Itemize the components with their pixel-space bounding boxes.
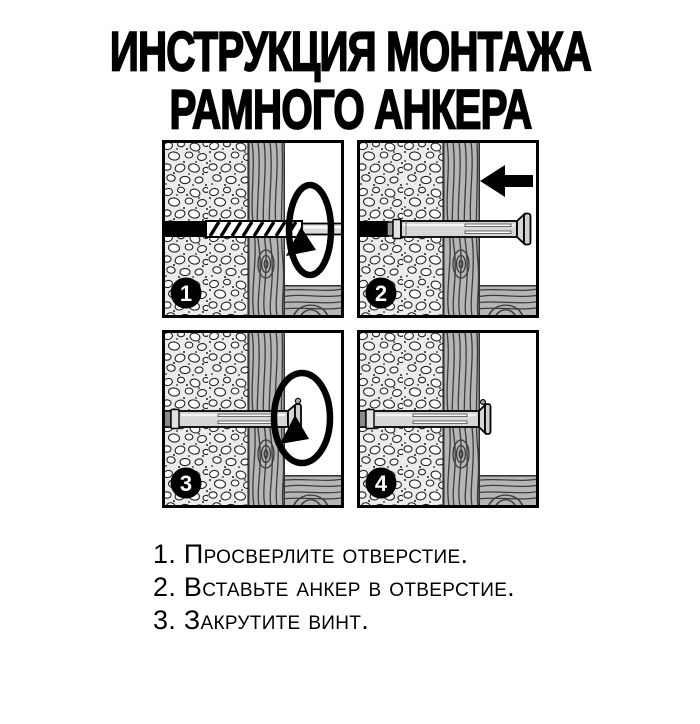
wood-sill xyxy=(284,284,342,316)
step-panel-2: 2 xyxy=(356,139,539,318)
step-number: 4 xyxy=(374,471,387,496)
step-text-2: 2. Вставьте анкер в отверстие. xyxy=(153,571,515,602)
drilled-hole xyxy=(358,220,389,237)
screw-head-flare xyxy=(515,212,525,246)
step-number-badge: 1 xyxy=(170,277,201,309)
drill-bit xyxy=(204,219,343,238)
drill-shank xyxy=(300,222,343,236)
step-number: 2 xyxy=(374,281,386,306)
insertion-arrow-icon xyxy=(479,164,533,197)
panel-border xyxy=(356,329,539,508)
step-text-1: 1. Просверлите отверстие. xyxy=(153,538,469,569)
step-number-badge: 3 xyxy=(170,467,201,499)
panel-border xyxy=(356,139,539,318)
wood-sill xyxy=(479,474,537,506)
panel-border xyxy=(161,329,344,508)
expansion-slit xyxy=(412,413,467,417)
screw-head-cap xyxy=(522,212,531,246)
step-number-badge: 2 xyxy=(365,277,396,309)
frame-anchor xyxy=(357,398,491,435)
screw-tip-nub xyxy=(479,398,486,405)
step-panel-4: 4 xyxy=(356,329,539,508)
page-title: ИНСТРУКЦИЯ МОНТАЖА РАМНОГО АНКЕРА xyxy=(0,21,700,141)
drilled-hole xyxy=(163,220,206,237)
title-line-1: ИНСТРУКЦИЯ МОНТАЖА xyxy=(109,21,592,84)
expansion-slit xyxy=(412,420,467,424)
expansion-slit xyxy=(464,223,511,227)
expansion-slit xyxy=(464,230,511,234)
steps-list: 1. Просверлите отверстие. 2. Вставьте ан… xyxy=(153,538,700,637)
frame-anchor xyxy=(162,397,302,435)
instruction-panels: 1 2 xyxy=(161,139,539,508)
panel-border xyxy=(161,139,344,318)
expansion-slit xyxy=(217,420,274,424)
step-number: 1 xyxy=(179,281,191,306)
title-line-2: РАМНОГО АНКЕРА xyxy=(168,79,532,142)
drill-rotation-arrow-icon xyxy=(285,181,334,279)
screw-rotation-arrow-icon xyxy=(270,369,333,467)
screw-tip-nub xyxy=(294,397,301,405)
screw-head-cap xyxy=(483,402,491,435)
step-panel-1: 1 xyxy=(161,139,344,318)
step-panel-3: 3 xyxy=(161,329,344,508)
step-number-badge: 4 xyxy=(365,467,396,499)
step-text-3: 3. Закрутите винт. xyxy=(153,604,369,635)
wood-sill xyxy=(284,474,342,506)
frame-anchor xyxy=(385,212,531,246)
wood-sill xyxy=(479,284,537,316)
expansion-slit xyxy=(217,413,274,417)
step-number: 3 xyxy=(179,471,191,496)
